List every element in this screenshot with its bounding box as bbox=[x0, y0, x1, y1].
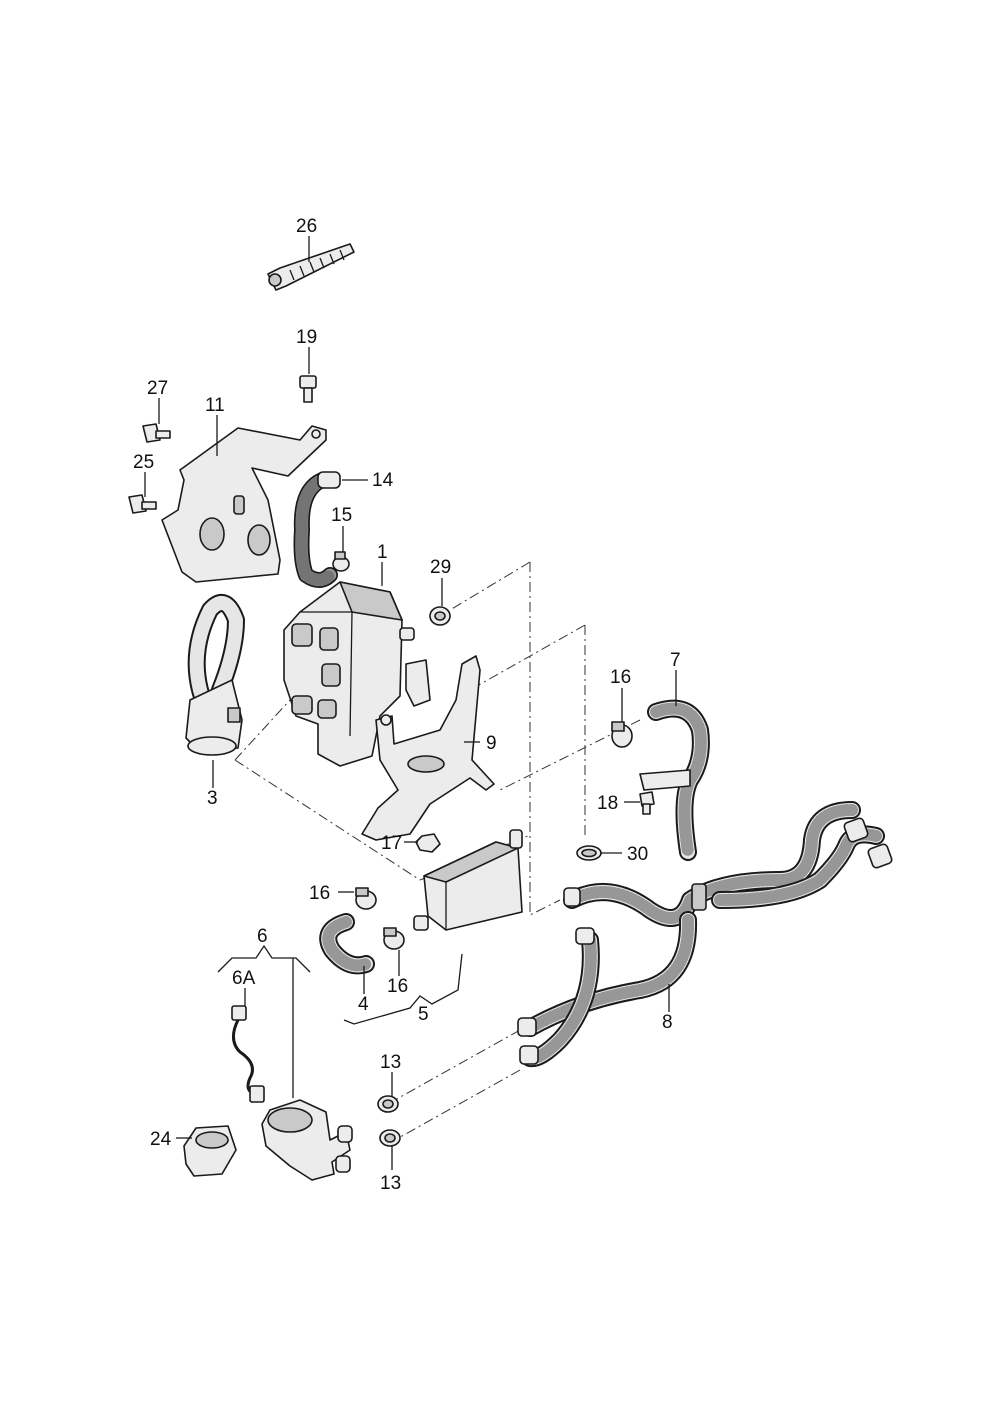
callout-16-left: 16 bbox=[309, 883, 330, 904]
part-3-pipe bbox=[185, 594, 245, 756]
callout-5: 5 bbox=[418, 1004, 429, 1025]
part-5-heat-exchanger bbox=[413, 829, 523, 931]
callout-25: 25 bbox=[133, 452, 154, 473]
callout-18: 18 bbox=[597, 793, 618, 814]
callout-16-upper: 16 bbox=[610, 667, 631, 688]
part-13-clamp-a bbox=[377, 1095, 399, 1113]
leader-lines bbox=[144, 236, 677, 1170]
callout-4: 4 bbox=[358, 994, 369, 1015]
callout-6: 6 bbox=[257, 926, 268, 947]
callout-16-lower: 16 bbox=[387, 976, 408, 997]
callout-13-lower: 13 bbox=[380, 1173, 401, 1194]
callout-29: 29 bbox=[430, 557, 451, 578]
callout-labels: 26 19 27 11 25 14 15 1 29 7 16 9 3 18 17… bbox=[133, 216, 681, 1194]
part-18-bolt bbox=[639, 791, 655, 815]
callout-26: 26 bbox=[296, 216, 317, 237]
heater-elbow bbox=[405, 659, 431, 707]
callout-1: 1 bbox=[377, 542, 388, 563]
part-9-bracket bbox=[361, 655, 495, 841]
part-16-clamp-b bbox=[383, 927, 405, 950]
callout-27: 27 bbox=[147, 378, 168, 399]
callout-9: 9 bbox=[486, 733, 497, 754]
callout-24: 24 bbox=[150, 1129, 172, 1150]
part-29-clamp bbox=[429, 606, 451, 626]
part-27-bolt bbox=[142, 423, 171, 443]
callout-30: 30 bbox=[627, 844, 648, 865]
part-6-pump bbox=[261, 1099, 353, 1181]
part-13-clamp-b bbox=[379, 1129, 401, 1147]
part-16-clamp-c bbox=[611, 721, 633, 748]
part-19-bolt bbox=[299, 375, 317, 403]
part-17-nut bbox=[415, 833, 441, 853]
callout-11: 11 bbox=[205, 395, 225, 416]
part-1-heater bbox=[283, 581, 415, 767]
part-30-clamp bbox=[576, 845, 602, 861]
part-11-bracket bbox=[161, 425, 327, 583]
part-14-hose bbox=[293, 471, 341, 588]
callout-3: 3 bbox=[207, 788, 218, 809]
part-24-cap bbox=[183, 1125, 237, 1177]
callout-17: 17 bbox=[381, 833, 402, 854]
callout-19: 19 bbox=[296, 327, 317, 348]
part-4-hose bbox=[319, 913, 375, 975]
part-15-clamp bbox=[332, 551, 350, 572]
callout-13-upper: 13 bbox=[380, 1052, 401, 1073]
part-16-clamp-a bbox=[355, 887, 377, 910]
callout-6a: 6A bbox=[232, 968, 256, 989]
callout-15: 15 bbox=[331, 505, 352, 526]
part-26-cable-tie bbox=[267, 243, 355, 291]
part-6a-wiring-harness bbox=[231, 1005, 265, 1103]
callout-14: 14 bbox=[372, 470, 394, 491]
callout-8: 8 bbox=[662, 1012, 673, 1033]
callout-7: 7 bbox=[670, 650, 681, 671]
part-7-hose bbox=[639, 699, 710, 861]
part-8-hose-assembly bbox=[517, 801, 893, 1068]
part-25-bolt bbox=[128, 494, 157, 514]
